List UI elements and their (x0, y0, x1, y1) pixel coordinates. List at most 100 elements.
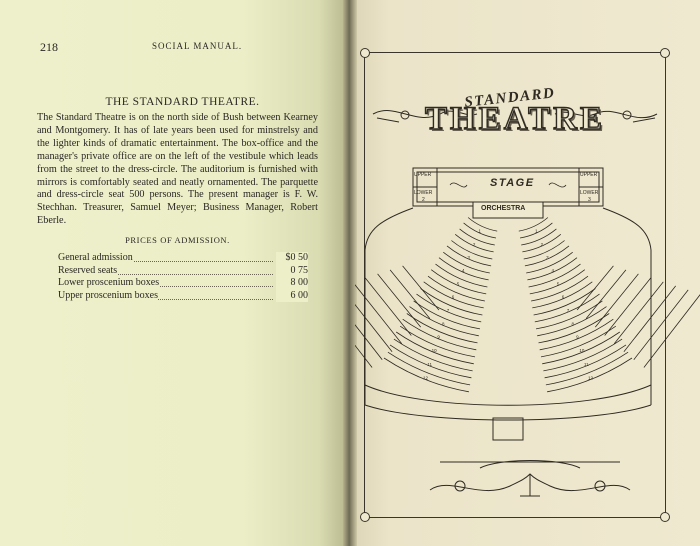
row-number-label: 8 (572, 321, 575, 326)
dress-circle-row (613, 281, 664, 344)
seat-row-edge (544, 344, 627, 379)
seat-row (443, 251, 490, 274)
row-number-label: 3 (546, 255, 549, 260)
seat-row (521, 228, 557, 246)
seat-row-edge (527, 257, 578, 281)
seat-row-edge (539, 318, 614, 351)
seat-row-edge (532, 281, 593, 309)
box-upper-left: UPPER (414, 172, 432, 178)
row-number-label: 5 (457, 281, 460, 286)
seat-row (523, 240, 565, 260)
price-amount: 8 00 (276, 277, 308, 290)
seat-row-edge (389, 344, 472, 379)
seat-row (543, 338, 623, 372)
seat-row-edge (416, 293, 482, 323)
seat-row-edge (423, 281, 484, 309)
seat-row (538, 313, 610, 344)
seat-row-edge (438, 257, 489, 281)
seat-row (451, 240, 493, 260)
row-number-label: 1 (535, 229, 538, 234)
seat-row (526, 251, 573, 274)
seat-row-edge (454, 233, 494, 253)
dress-circle-row (604, 277, 652, 336)
box-lower-right: LOWER (580, 190, 599, 196)
seat-row (531, 275, 589, 302)
bottom-ornament-icon (429, 460, 631, 497)
seat-row-edge (522, 233, 562, 253)
price-label: Reserved seats (58, 264, 118, 278)
seat-row-edge (446, 245, 492, 267)
title-flourish-icon (372, 110, 658, 123)
seat-row-edge (524, 245, 570, 267)
running-title: SOCIAL MANUAL. (152, 41, 243, 51)
row-number-label: 12 (588, 375, 594, 380)
row-number-label: 10 (579, 348, 585, 353)
stage-label: STAGE (490, 177, 535, 189)
seat-row (435, 263, 488, 288)
dress-circle-row (633, 289, 689, 360)
dress-circle-row (364, 277, 412, 336)
seat-row (459, 228, 495, 246)
seat-row-edge (395, 331, 474, 365)
corner-ornament-icon (360, 48, 370, 58)
seat-row (467, 217, 498, 232)
prices-heading: PRICES OF ADMISSION. (125, 235, 230, 245)
price-row: Reserved seats 0 75 (58, 264, 308, 278)
row-number-label: 3 (467, 255, 470, 260)
row-number-label: 9 (437, 335, 440, 340)
seat-row (540, 325, 617, 358)
row-number-label: 7 (567, 308, 570, 313)
row-number-label: 4 (552, 268, 555, 273)
corner-ornament-icon (360, 512, 370, 522)
seat-row-edge (402, 318, 477, 351)
seat-row-edge (529, 269, 586, 295)
seat-row-edge (519, 222, 553, 239)
seat-row (518, 217, 549, 232)
row-number-label: 4 (462, 268, 465, 273)
page-number: 218 (40, 40, 58, 54)
dress-circle-row (355, 324, 383, 360)
price-list: General admission $0 50 Reserved seats 0… (58, 252, 308, 303)
row-number-label: 6 (452, 295, 455, 300)
row-number-label: 2 (541, 242, 544, 247)
dress-circle-row (576, 265, 614, 311)
price-label: Upper proscenium boxes (58, 289, 158, 303)
box-lower-left: LOWER (414, 190, 433, 196)
box-upper-right: UPPER (580, 172, 598, 178)
price-row: Lower proscenium boxes 8 00 (58, 277, 308, 290)
seat-row-edge (463, 222, 497, 239)
seat-row (528, 263, 581, 288)
price-row: General admission $0 50 (58, 252, 308, 265)
seat-row-edge (537, 306, 607, 337)
title-theatre: THEATRE (424, 100, 605, 137)
row-number-label: 1 (478, 229, 481, 234)
row-number-label: 7 (447, 308, 450, 313)
seat-row (393, 338, 473, 372)
seat-row (427, 275, 485, 302)
seat-row-edge (430, 269, 487, 295)
dress-circle-row (623, 285, 677, 353)
price-amount: 0 75 (276, 264, 308, 278)
row-number-label: 11 (584, 362, 589, 367)
price-amount: $0 50 (276, 252, 308, 265)
book-gutter (343, 0, 357, 546)
seat-row-edge (534, 293, 600, 323)
dress-circle-row (377, 273, 422, 328)
dress-circle-row (355, 303, 393, 353)
price-label: General admission (58, 252, 133, 265)
row-number-label: 8 (442, 321, 445, 326)
seat-row-edge (547, 357, 633, 393)
row-number-label: 12 (423, 375, 429, 380)
seat-row (545, 351, 629, 386)
orchestra-label: ORCHESTRA (481, 205, 526, 212)
dress-circle-row (594, 273, 639, 328)
body-paragraph: The Standard Theatre is on the north sid… (37, 112, 318, 227)
seat-row (387, 351, 471, 386)
dress-circle-row (585, 269, 627, 319)
corner-ornament-icon (660, 48, 670, 58)
corner-ornament-icon (660, 512, 670, 522)
box-number-right: 3 (588, 197, 591, 203)
row-number-label: 5 (557, 281, 560, 286)
